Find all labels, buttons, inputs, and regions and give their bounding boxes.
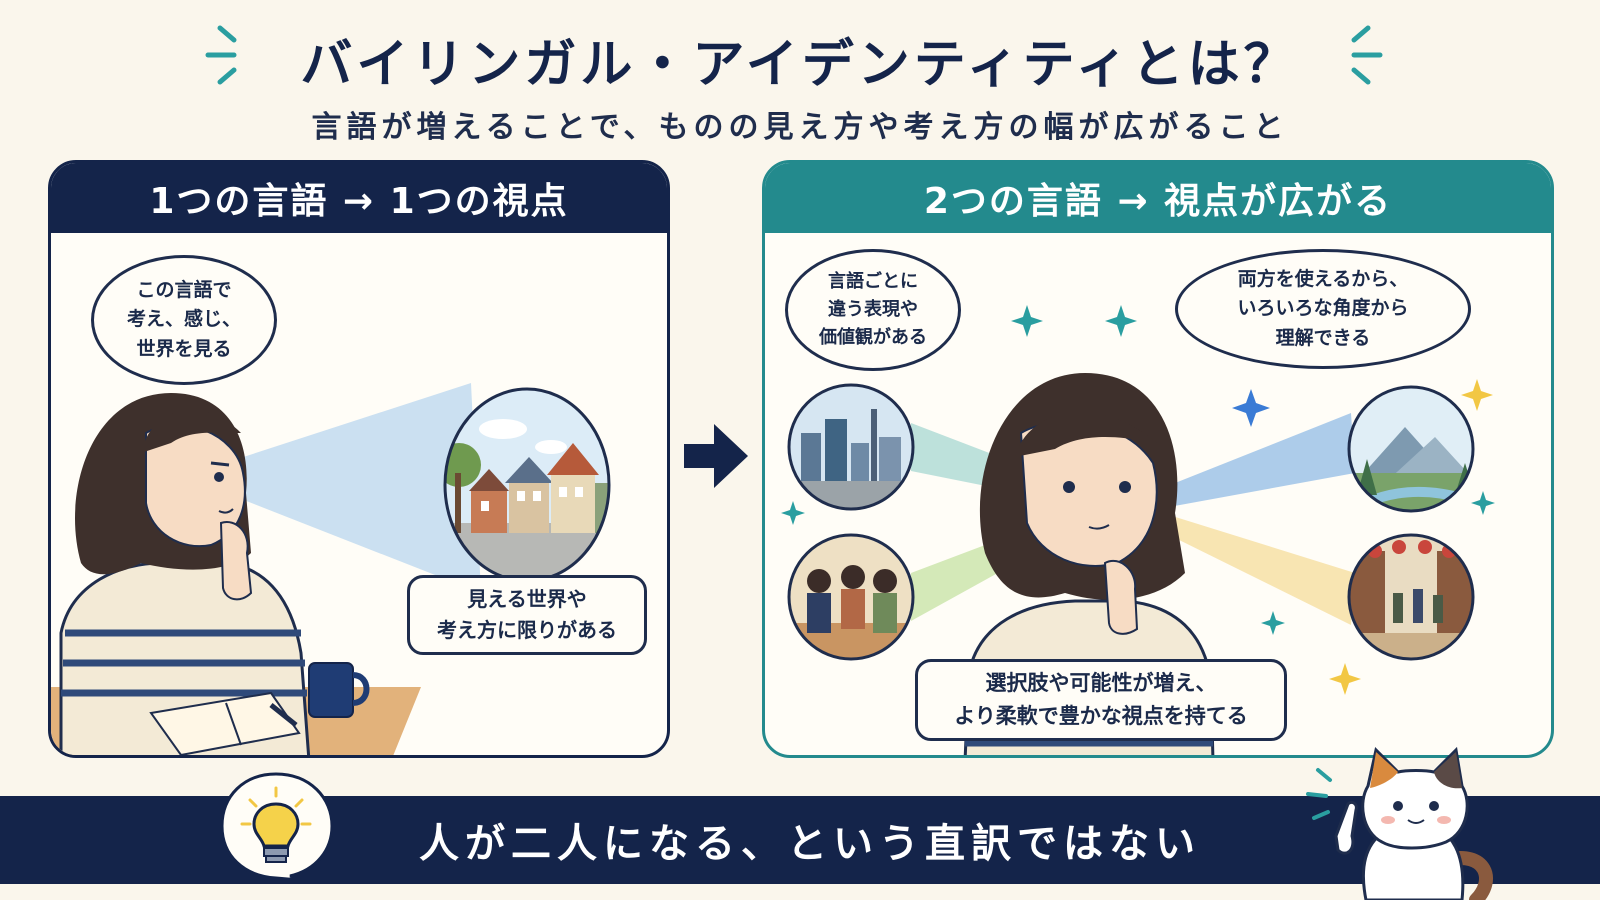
arrow-right-icon [684,424,748,488]
limitation-note: 見える世界や 考え方に限りがある [407,575,647,655]
thought-bubble-left: この言語で 考え、感じ、 世界を見る [91,255,277,385]
sparkle-icon [781,305,1495,635]
panel-two-languages: 2つの言語 → 視点が広がる [762,160,1554,758]
page-subtitle: 言語が増えることで、ものの見え方や考え方の幅が広がること [311,110,1289,145]
thought-bubble-expressions: 言語ごとに 違う表現や 価値観がある [785,249,961,371]
spark-lines-icon-left [205,25,237,85]
benefit-note: 選択肢や可能性が増え、 より柔軟で豊かな視点を持てる [915,659,1287,741]
page-title: バイリンガル・アイデンティティとは？ [300,35,1300,95]
cat-mascot [1306,746,1493,900]
single-view-illustration [51,383,611,755]
lightbulb-icon [220,772,334,884]
thought-bubble-perspectives: 両方を使えるから、 いろいろな角度から 理解できる [1175,249,1471,369]
panel-heading-two-languages: 2つの言語 → 視点が広がる [765,163,1551,233]
multi-view-illustration [781,305,1495,755]
panel-heading-one-language: 1つの言語 → 1つの視点 [51,163,667,233]
bottom-message: 人が二人になる、という直訳ではない [419,821,1201,867]
spark-lines-icon-right [1351,25,1383,85]
panel-one-language: 1つの言語 → 1つの視点 [48,160,670,758]
